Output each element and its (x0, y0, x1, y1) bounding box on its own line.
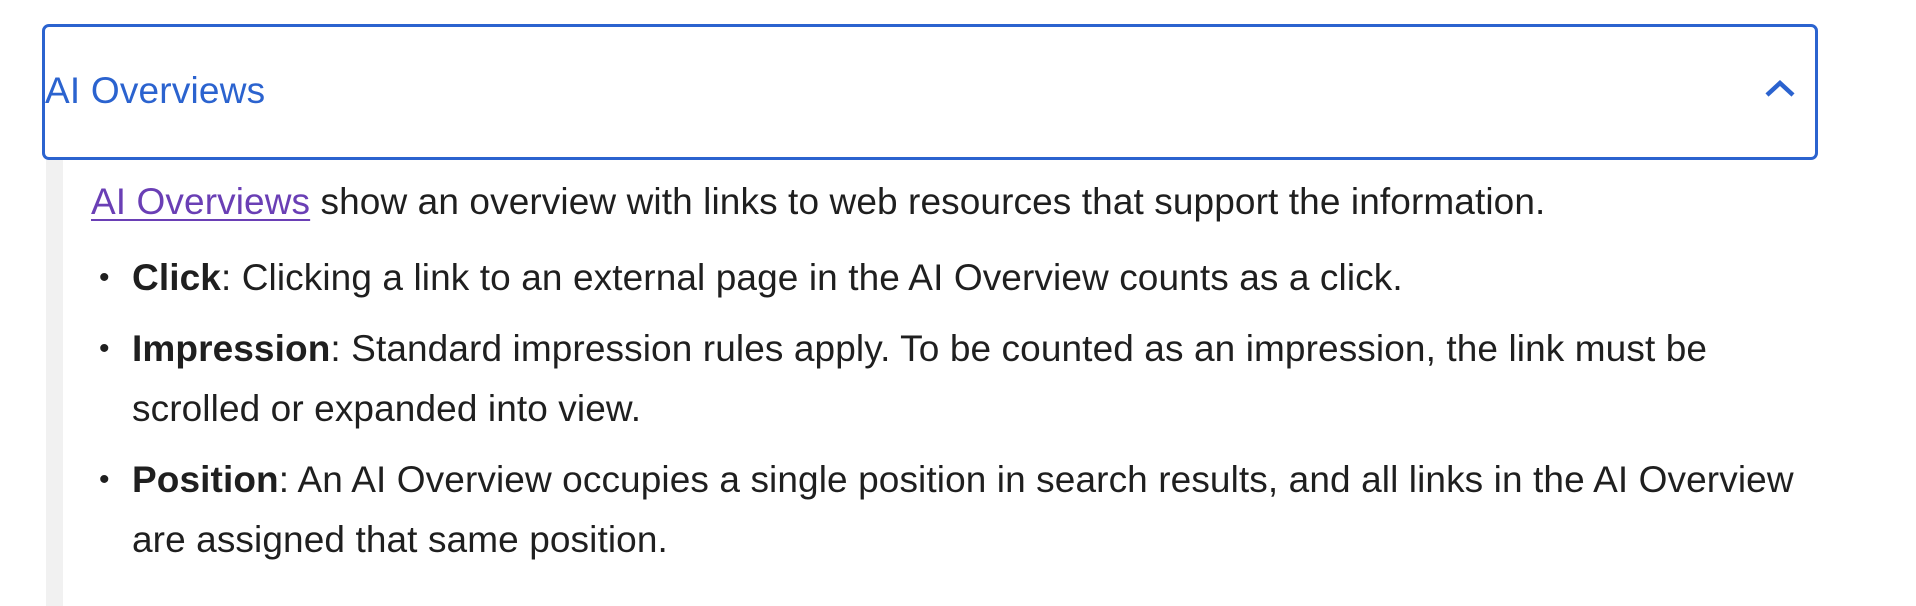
accordion-content-rail (46, 160, 63, 606)
intro-text: show an overview with links to web resou… (310, 181, 1546, 222)
chevron-up-icon[interactable] (1763, 77, 1797, 99)
definition-list: • Click: Clicking a link to an external p… (91, 248, 1794, 570)
term-impression: Impression (132, 328, 331, 369)
ai-overviews-link[interactable]: AI Overviews (91, 181, 311, 222)
accordion-content: AI Overviews show an overview with links… (91, 172, 1794, 581)
definition-click: : Clicking a link to an external page in… (220, 257, 1403, 298)
list-item-impression: • Impression: Standard impression rules a… (91, 319, 1832, 439)
intro-paragraph: AI Overviews show an overview with links… (91, 172, 1791, 232)
bullet-icon: • (99, 261, 110, 294)
bullet-icon: • (99, 332, 110, 365)
accordion-title: AI Overviews (45, 70, 266, 111)
definition-position: : An AI Overview occupies a single posit… (132, 459, 1794, 560)
list-item-click: • Click: Clicking a link to an external p… (91, 248, 1832, 308)
definition-impression: : Standard impression rules apply. To be… (132, 328, 1708, 429)
list-item-position: • Position: An AI Overview occupies a sin… (91, 450, 1832, 570)
accordion-header-ai-overviews[interactable]: AI Overviews (42, 24, 1818, 160)
term-position: Position (132, 459, 279, 500)
bullet-icon: • (99, 463, 110, 496)
term-click: Click (132, 257, 221, 298)
